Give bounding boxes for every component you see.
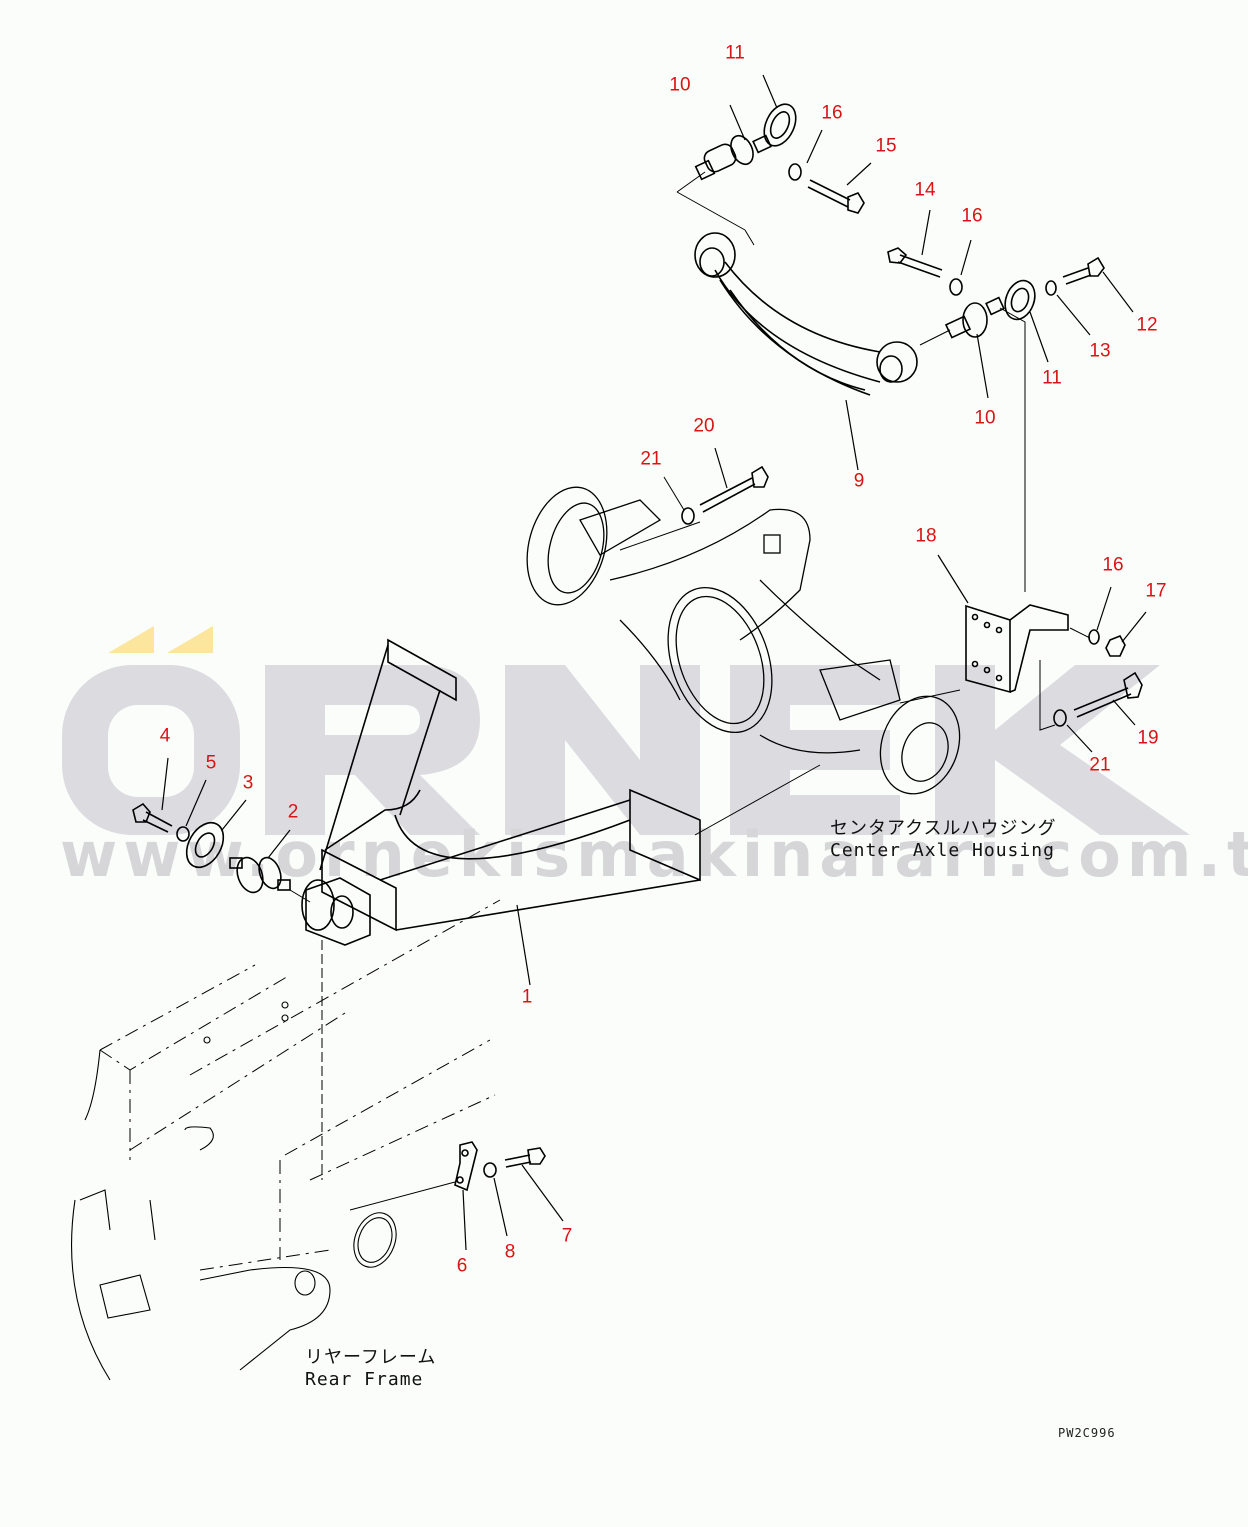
callout-9: 9	[853, 470, 865, 492]
callout-1: 1	[521, 986, 533, 1008]
callout-8: 8	[504, 1241, 516, 1263]
rear-frame-solid-icon	[71, 1001, 397, 1381]
plate-3-icon	[185, 821, 225, 869]
bolt-12-icon	[1062, 256, 1105, 285]
nut-17-icon	[1105, 634, 1126, 657]
center-axle-housing-icon	[526, 486, 961, 795]
callout-16: 16	[961, 205, 983, 227]
bolt-19-icon	[1073, 671, 1143, 718]
callout-19: 19	[1137, 727, 1159, 749]
watermark-url: www.ornekismakinalari.com.tr	[60, 818, 1248, 891]
callout-10: 10	[974, 407, 996, 429]
rear-frame-caption-jp: リヤーフレーム	[305, 1347, 437, 1368]
bracket-18-icon	[965, 604, 1069, 694]
bushing-10-top-icon	[694, 134, 772, 181]
callout-2: 2	[287, 801, 299, 823]
callout-3: 3	[242, 772, 254, 794]
callout-18: 18	[915, 525, 937, 547]
callout-16: 16	[1102, 554, 1124, 576]
callout-21: 21	[1089, 754, 1111, 776]
rear-frame-caption: リヤーフレーム Rear Frame	[305, 1347, 436, 1391]
callout-10: 10	[669, 74, 691, 96]
center-axle-caption-jp: センタアクスルハウジング	[830, 818, 1057, 839]
callout-12: 12	[1136, 314, 1158, 336]
center-axle-caption-en: Center Axle Housing	[830, 840, 1055, 861]
callout-13: 13	[1089, 340, 1111, 362]
drawing-code: PW2C996	[1058, 1426, 1116, 1440]
callout-17: 17	[1145, 580, 1167, 602]
callout-20: 20	[693, 415, 715, 437]
washer-16-bracket-icon	[1088, 629, 1100, 645]
callout-14: 14	[914, 179, 936, 201]
callout-6: 6	[456, 1255, 468, 1277]
link-9-icon	[694, 232, 918, 396]
bushing-10-right-icon	[944, 296, 1005, 339]
callout-5: 5	[205, 752, 217, 774]
a-frame-1-icon	[301, 638, 701, 946]
bolt-4-icon	[132, 802, 173, 833]
callout-15: 15	[875, 135, 897, 157]
callout-7: 7	[561, 1225, 573, 1247]
clamp-6-icon	[454, 1141, 478, 1192]
callout-11: 11	[1042, 367, 1062, 389]
bolt-7-icon	[504, 1147, 546, 1168]
plate-11-top-icon	[763, 103, 797, 147]
callout-4: 4	[159, 725, 171, 747]
callout-21: 21	[640, 448, 662, 470]
washer-8-icon	[483, 1162, 497, 1178]
bushing-2-icon	[229, 856, 291, 894]
center-axle-caption: センタアクスルハウジング Center Axle Housing	[830, 818, 1057, 862]
bolt-14-icon	[887, 247, 943, 278]
bolt-15-icon	[807, 179, 865, 214]
plate-11-right-icon	[1004, 279, 1036, 321]
rear-frame-icon	[99, 899, 501, 1271]
rear-frame-caption-en: Rear Frame	[305, 1369, 424, 1390]
washer-13-icon	[1045, 280, 1057, 296]
washer-16-top-icon	[788, 163, 802, 181]
washer-21-bracket-icon	[1053, 709, 1067, 727]
washer-21-top-icon	[681, 507, 695, 525]
callout-16: 16	[821, 102, 843, 124]
washer-5-icon	[176, 826, 190, 842]
bolt-20-icon	[699, 465, 769, 513]
washer-16-right-icon	[949, 278, 963, 296]
callout-11: 11	[725, 42, 745, 64]
